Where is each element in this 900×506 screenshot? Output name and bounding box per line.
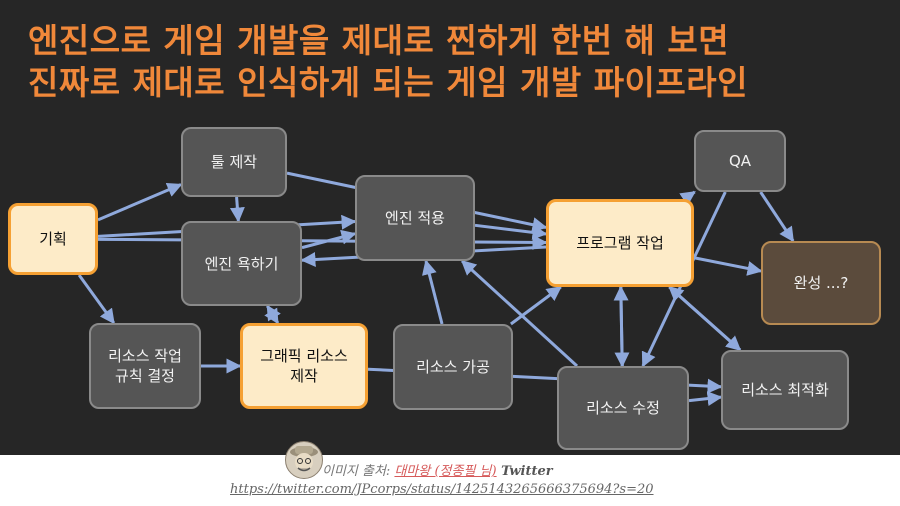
node-complete-label: 완성 ...? bbox=[793, 274, 849, 292]
credit-url-link[interactable]: https://twitter.com/JPcorps/status/14251… bbox=[230, 482, 654, 497]
node-planning: 기획 bbox=[8, 203, 98, 275]
node-programming: 프로그램 작업 bbox=[546, 199, 694, 287]
slide: 엔진으로 게임 개발을 제대로 찐하게 한번 해 보면 진짜로 제대로 인식하게… bbox=[0, 0, 900, 455]
arrow-tool_making-to-engine_greed bbox=[229, 196, 245, 223]
node-engine-apply: 엔진 적용 bbox=[355, 175, 475, 261]
node-resource-rules-label: 리소스 작업 규칙 결정 bbox=[108, 347, 182, 385]
node-qa: QA bbox=[694, 130, 786, 192]
node-qa-label: QA bbox=[728, 152, 752, 170]
arrow-planning-to-tool_making bbox=[97, 182, 183, 222]
node-resource-optimize-label: 리소스 최적화 bbox=[741, 381, 829, 399]
node-graphic-resource: 그래픽 리소스 제작 bbox=[240, 323, 368, 409]
arrow-resource_fix-to-engine_apply bbox=[460, 259, 579, 368]
author-avatar bbox=[285, 441, 323, 479]
node-graphic-resource-label: 그래픽 리소스 제작 bbox=[260, 347, 348, 385]
node-planning-label: 기획 bbox=[39, 230, 67, 248]
node-engine-greed-label: 엔진 욕하기 bbox=[204, 254, 279, 273]
credit-prefix: 이미지 출처: bbox=[322, 464, 395, 479]
arrow-resource_fix-to-resource_optimize bbox=[688, 391, 723, 407]
arrow-planning-to-resource_rules bbox=[77, 274, 116, 325]
arrow-graphic_resource-to-engine_greed bbox=[266, 304, 281, 324]
node-resource-optimize: 리소스 최적화 bbox=[721, 350, 849, 430]
node-tool-making: 툴 제작 bbox=[181, 127, 287, 197]
node-engine-greed: 엔진 욕하기 bbox=[181, 221, 302, 306]
credit-author-link[interactable]: 대마왕 (정종필 님) bbox=[394, 464, 497, 479]
node-complete: 완성 ...? bbox=[761, 241, 881, 325]
node-resource-rules: 리소스 작업 규칙 결정 bbox=[89, 323, 201, 409]
arrow-programming-to-qa bbox=[679, 190, 696, 206]
node-resource-fix-label: 리소스 수정 bbox=[586, 399, 660, 417]
arrow-engine_apply-to-programming bbox=[474, 223, 548, 240]
avatar-face-icon bbox=[290, 446, 318, 472]
arrow-programming-to-resource_fix bbox=[614, 286, 630, 368]
node-resource-process-label: 리소스 가공 bbox=[416, 358, 490, 376]
node-resource-process: 리소스 가공 bbox=[393, 324, 513, 410]
slide-title: 엔진으로 게임 개발을 제대로 찐하게 한번 해 보면 진짜로 제대로 인식하게… bbox=[28, 20, 888, 104]
arrow-resource_process-to-engine_apply bbox=[422, 259, 444, 325]
node-tool-making-label: 툴 제작 bbox=[210, 153, 258, 171]
arrow-qa-to-complete bbox=[759, 191, 795, 243]
title-line-1: 엔진으로 게임 개발을 제대로 찐하게 한번 해 보면 bbox=[28, 21, 730, 60]
arrow-programming-to-complete bbox=[693, 256, 763, 276]
arrow-resource_process-to-programming bbox=[510, 285, 562, 326]
title-line-2: 진짜로 제대로 인식하게 되는 게임 개발 파이프라인 bbox=[28, 63, 748, 102]
arrow-programming-to-resource_optimize bbox=[668, 285, 742, 352]
node-resource-fix: 리소스 수정 bbox=[557, 366, 689, 450]
credit-platform: Twitter bbox=[496, 464, 553, 479]
image-credit: 이미지 출처: 대마왕 (정종필 님) Twitter bbox=[322, 460, 553, 479]
node-engine-apply-label: 엔진 적용 bbox=[385, 209, 445, 227]
arrow-engine_greed-to-engine_apply bbox=[301, 229, 357, 250]
node-programming-label: 프로그램 작업 bbox=[576, 234, 664, 252]
footer bbox=[0, 455, 900, 506]
